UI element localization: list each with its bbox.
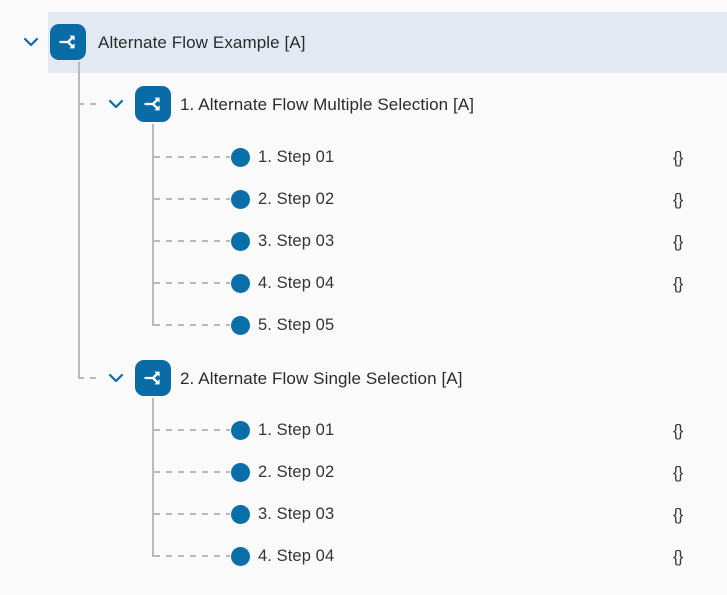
step-label[interactable]: 3. Step 03 bbox=[258, 232, 335, 250]
connector-dash-step bbox=[154, 513, 230, 515]
step-label[interactable]: 2. Step 02 bbox=[258, 463, 335, 481]
expand-toggle-root[interactable] bbox=[18, 29, 44, 55]
connector-dash-step bbox=[154, 429, 230, 431]
step-bullet-icon bbox=[231, 274, 250, 293]
connector-dash-step bbox=[154, 471, 230, 473]
node-label-group-1[interactable]: 1. Alternate Flow Multiple Selection [A] bbox=[180, 95, 475, 114]
step-params-marker[interactable]: {} bbox=[673, 547, 683, 566]
step-params-marker[interactable]: {} bbox=[673, 421, 683, 440]
connector-dash-step bbox=[154, 555, 230, 557]
step-params-marker[interactable]: {} bbox=[673, 274, 683, 293]
expand-toggle-group-1[interactable] bbox=[103, 91, 129, 117]
step-label[interactable]: 1. Step 01 bbox=[258, 421, 335, 439]
step-bullet-icon bbox=[231, 421, 250, 440]
connector-dash-step bbox=[154, 240, 230, 242]
node-label-root[interactable]: Alternate Flow Example [A] bbox=[98, 33, 306, 52]
selected-row-highlight bbox=[48, 12, 727, 73]
step-label[interactable]: 1. Step 01 bbox=[258, 148, 335, 166]
expand-toggle-group-2[interactable] bbox=[103, 365, 129, 391]
step-label[interactable]: 2. Step 02 bbox=[258, 190, 335, 208]
step-label[interactable]: 4. Step 04 bbox=[258, 274, 335, 292]
step-bullet-icon bbox=[231, 316, 250, 335]
connector-dash-step bbox=[154, 156, 230, 158]
flow-node-icon-group-2[interactable] bbox=[135, 360, 171, 396]
node-label-group-2[interactable]: 2. Alternate Flow Single Selection [A] bbox=[180, 369, 463, 388]
connector-dash-step bbox=[154, 324, 230, 326]
connector-vertical-root bbox=[78, 62, 80, 378]
flow-node-icon-group-1[interactable] bbox=[135, 86, 171, 122]
connector-dash-group-2 bbox=[78, 377, 102, 379]
connector-dash-step bbox=[154, 198, 230, 200]
step-label[interactable]: 3. Step 03 bbox=[258, 505, 335, 523]
step-params-marker[interactable]: {} bbox=[673, 463, 683, 482]
step-bullet-icon bbox=[231, 148, 250, 167]
step-bullet-icon bbox=[231, 232, 250, 251]
connector-dash-group-1 bbox=[78, 103, 102, 105]
flow-node-icon-root[interactable] bbox=[50, 24, 86, 60]
step-params-marker[interactable]: {} bbox=[673, 148, 683, 167]
step-params-marker[interactable]: {} bbox=[673, 505, 683, 524]
step-bullet-icon bbox=[231, 505, 250, 524]
connector-vertical-group-1 bbox=[152, 124, 154, 326]
connector-dash-step bbox=[154, 282, 230, 284]
step-bullet-icon bbox=[231, 463, 250, 482]
step-label[interactable]: 4. Step 04 bbox=[258, 547, 335, 565]
step-label[interactable]: 5. Step 05 bbox=[258, 316, 335, 334]
step-bullet-icon bbox=[231, 547, 250, 566]
step-bullet-icon bbox=[231, 190, 250, 209]
connector-vertical-group-2 bbox=[152, 398, 154, 557]
step-params-marker[interactable]: {} bbox=[673, 190, 683, 209]
step-params-marker[interactable]: {} bbox=[673, 232, 683, 251]
